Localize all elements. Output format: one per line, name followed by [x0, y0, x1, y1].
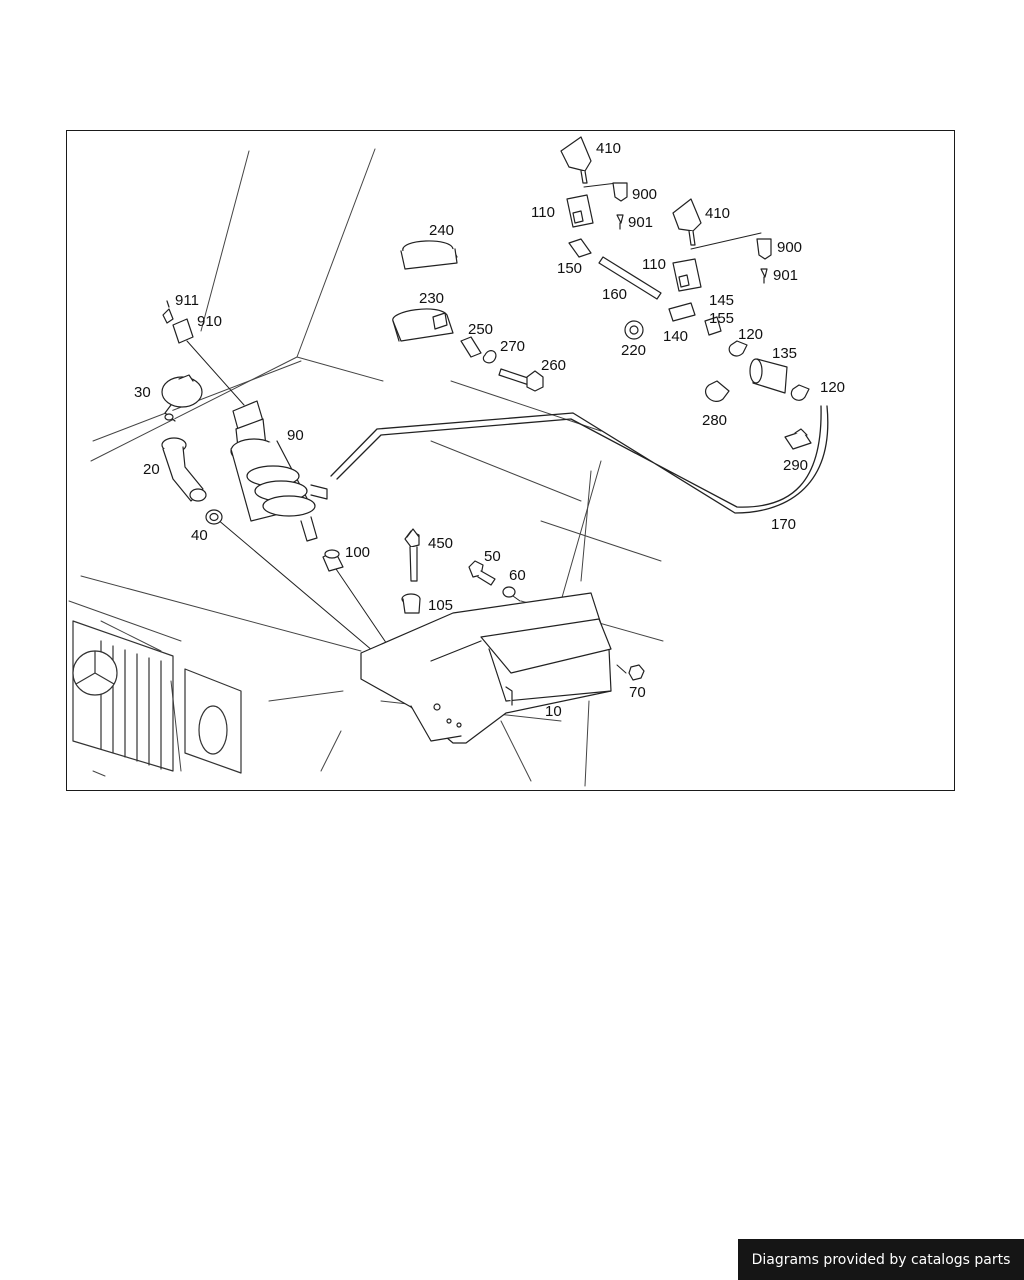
- callout-145: 145: [709, 292, 734, 309]
- footer-credit: Diagrams provided by catalogs parts: [738, 1239, 1024, 1280]
- connector-900-b: [756, 238, 772, 284]
- callout-60: 60: [509, 567, 526, 584]
- callout-70: 70: [629, 684, 646, 701]
- pump-90: [230, 400, 328, 542]
- bolt-450: [404, 528, 420, 582]
- connector-900-a: [612, 182, 628, 230]
- nozzle-410-b: [672, 198, 702, 246]
- clip-120-b: [790, 384, 810, 401]
- grille: [72, 620, 174, 772]
- callout-155: 155: [709, 310, 734, 327]
- callout-labels: 410 900 110 901 410 900 240 150 110 901 …: [134, 140, 845, 720]
- callout-901: 901: [773, 267, 798, 284]
- seal-40-inner: [209, 512, 219, 522]
- reservoir-10: [360, 592, 612, 744]
- clamp-240: [400, 240, 458, 270]
- bushing-105: [401, 593, 421, 614]
- callout-50: 50: [484, 548, 501, 565]
- callout-135: 135: [772, 345, 797, 362]
- connector-140: [668, 302, 722, 336]
- callout-170: 170: [771, 516, 796, 533]
- callout-110: 110: [531, 204, 555, 221]
- callout-260: 260: [541, 357, 566, 374]
- bolt-260: [498, 368, 544, 392]
- grommet-220: [624, 320, 644, 340]
- callout-240: 240: [429, 222, 454, 239]
- plug-290: [784, 428, 812, 450]
- callout-150: 150: [557, 260, 582, 277]
- tpiece-150: [568, 238, 592, 258]
- callout-900: 900: [632, 186, 657, 203]
- callout-901: 901: [628, 214, 653, 231]
- callout-230: 230: [419, 290, 444, 307]
- tube-160: [598, 256, 662, 300]
- washer-60: [502, 586, 516, 598]
- cap-30: [161, 374, 203, 422]
- callout-100: 100: [345, 544, 370, 561]
- callout-140: 140: [663, 328, 688, 345]
- callout-250: 250: [468, 321, 493, 338]
- filler-neck-20: [161, 437, 207, 502]
- callout-120: 120: [820, 379, 845, 396]
- callout-105: 105: [428, 597, 453, 614]
- clip-270: [482, 350, 497, 364]
- spacer-250: [460, 336, 482, 358]
- callout-120: 120: [738, 326, 763, 343]
- callout-30: 30: [134, 384, 151, 401]
- callout-910: 910: [197, 313, 222, 330]
- nozzle-410-a: [560, 136, 592, 184]
- clamp-230: [392, 308, 454, 342]
- connector-910: [162, 300, 194, 344]
- callout-10: 10: [545, 703, 562, 720]
- callout-220: 220: [621, 342, 646, 359]
- clip-120-a: [728, 340, 748, 357]
- callout-160: 160: [602, 286, 627, 303]
- grommet-100: [322, 549, 344, 572]
- callout-450: 450: [428, 535, 453, 552]
- parts-diagram: 410 900 110 901 410 900 240 150 110 901 …: [68, 136, 845, 787]
- diagram-frame: 410 900 110 901 410 900 240 150 110 901 …: [66, 130, 955, 791]
- clip-280: [704, 380, 730, 402]
- screw-50: [468, 560, 496, 586]
- nut-70: [628, 664, 645, 681]
- callout-40: 40: [191, 527, 208, 544]
- callout-410: 410: [705, 205, 730, 222]
- valve-110-a: [566, 194, 594, 228]
- callout-110: 110: [642, 256, 666, 273]
- valve-110-b: [672, 258, 702, 292]
- callout-270: 270: [500, 338, 525, 355]
- callout-410: 410: [596, 140, 621, 157]
- callout-20: 20: [143, 461, 160, 478]
- valve-135: [749, 358, 788, 394]
- callout-290: 290: [783, 457, 808, 474]
- callout-911: 911: [175, 292, 199, 309]
- callout-900: 900: [777, 239, 802, 256]
- hose-170: [330, 405, 829, 514]
- seal-40: [205, 509, 223, 525]
- callout-280: 280: [702, 412, 727, 429]
- callout-90: 90: [287, 427, 304, 444]
- headlamp: [184, 668, 242, 774]
